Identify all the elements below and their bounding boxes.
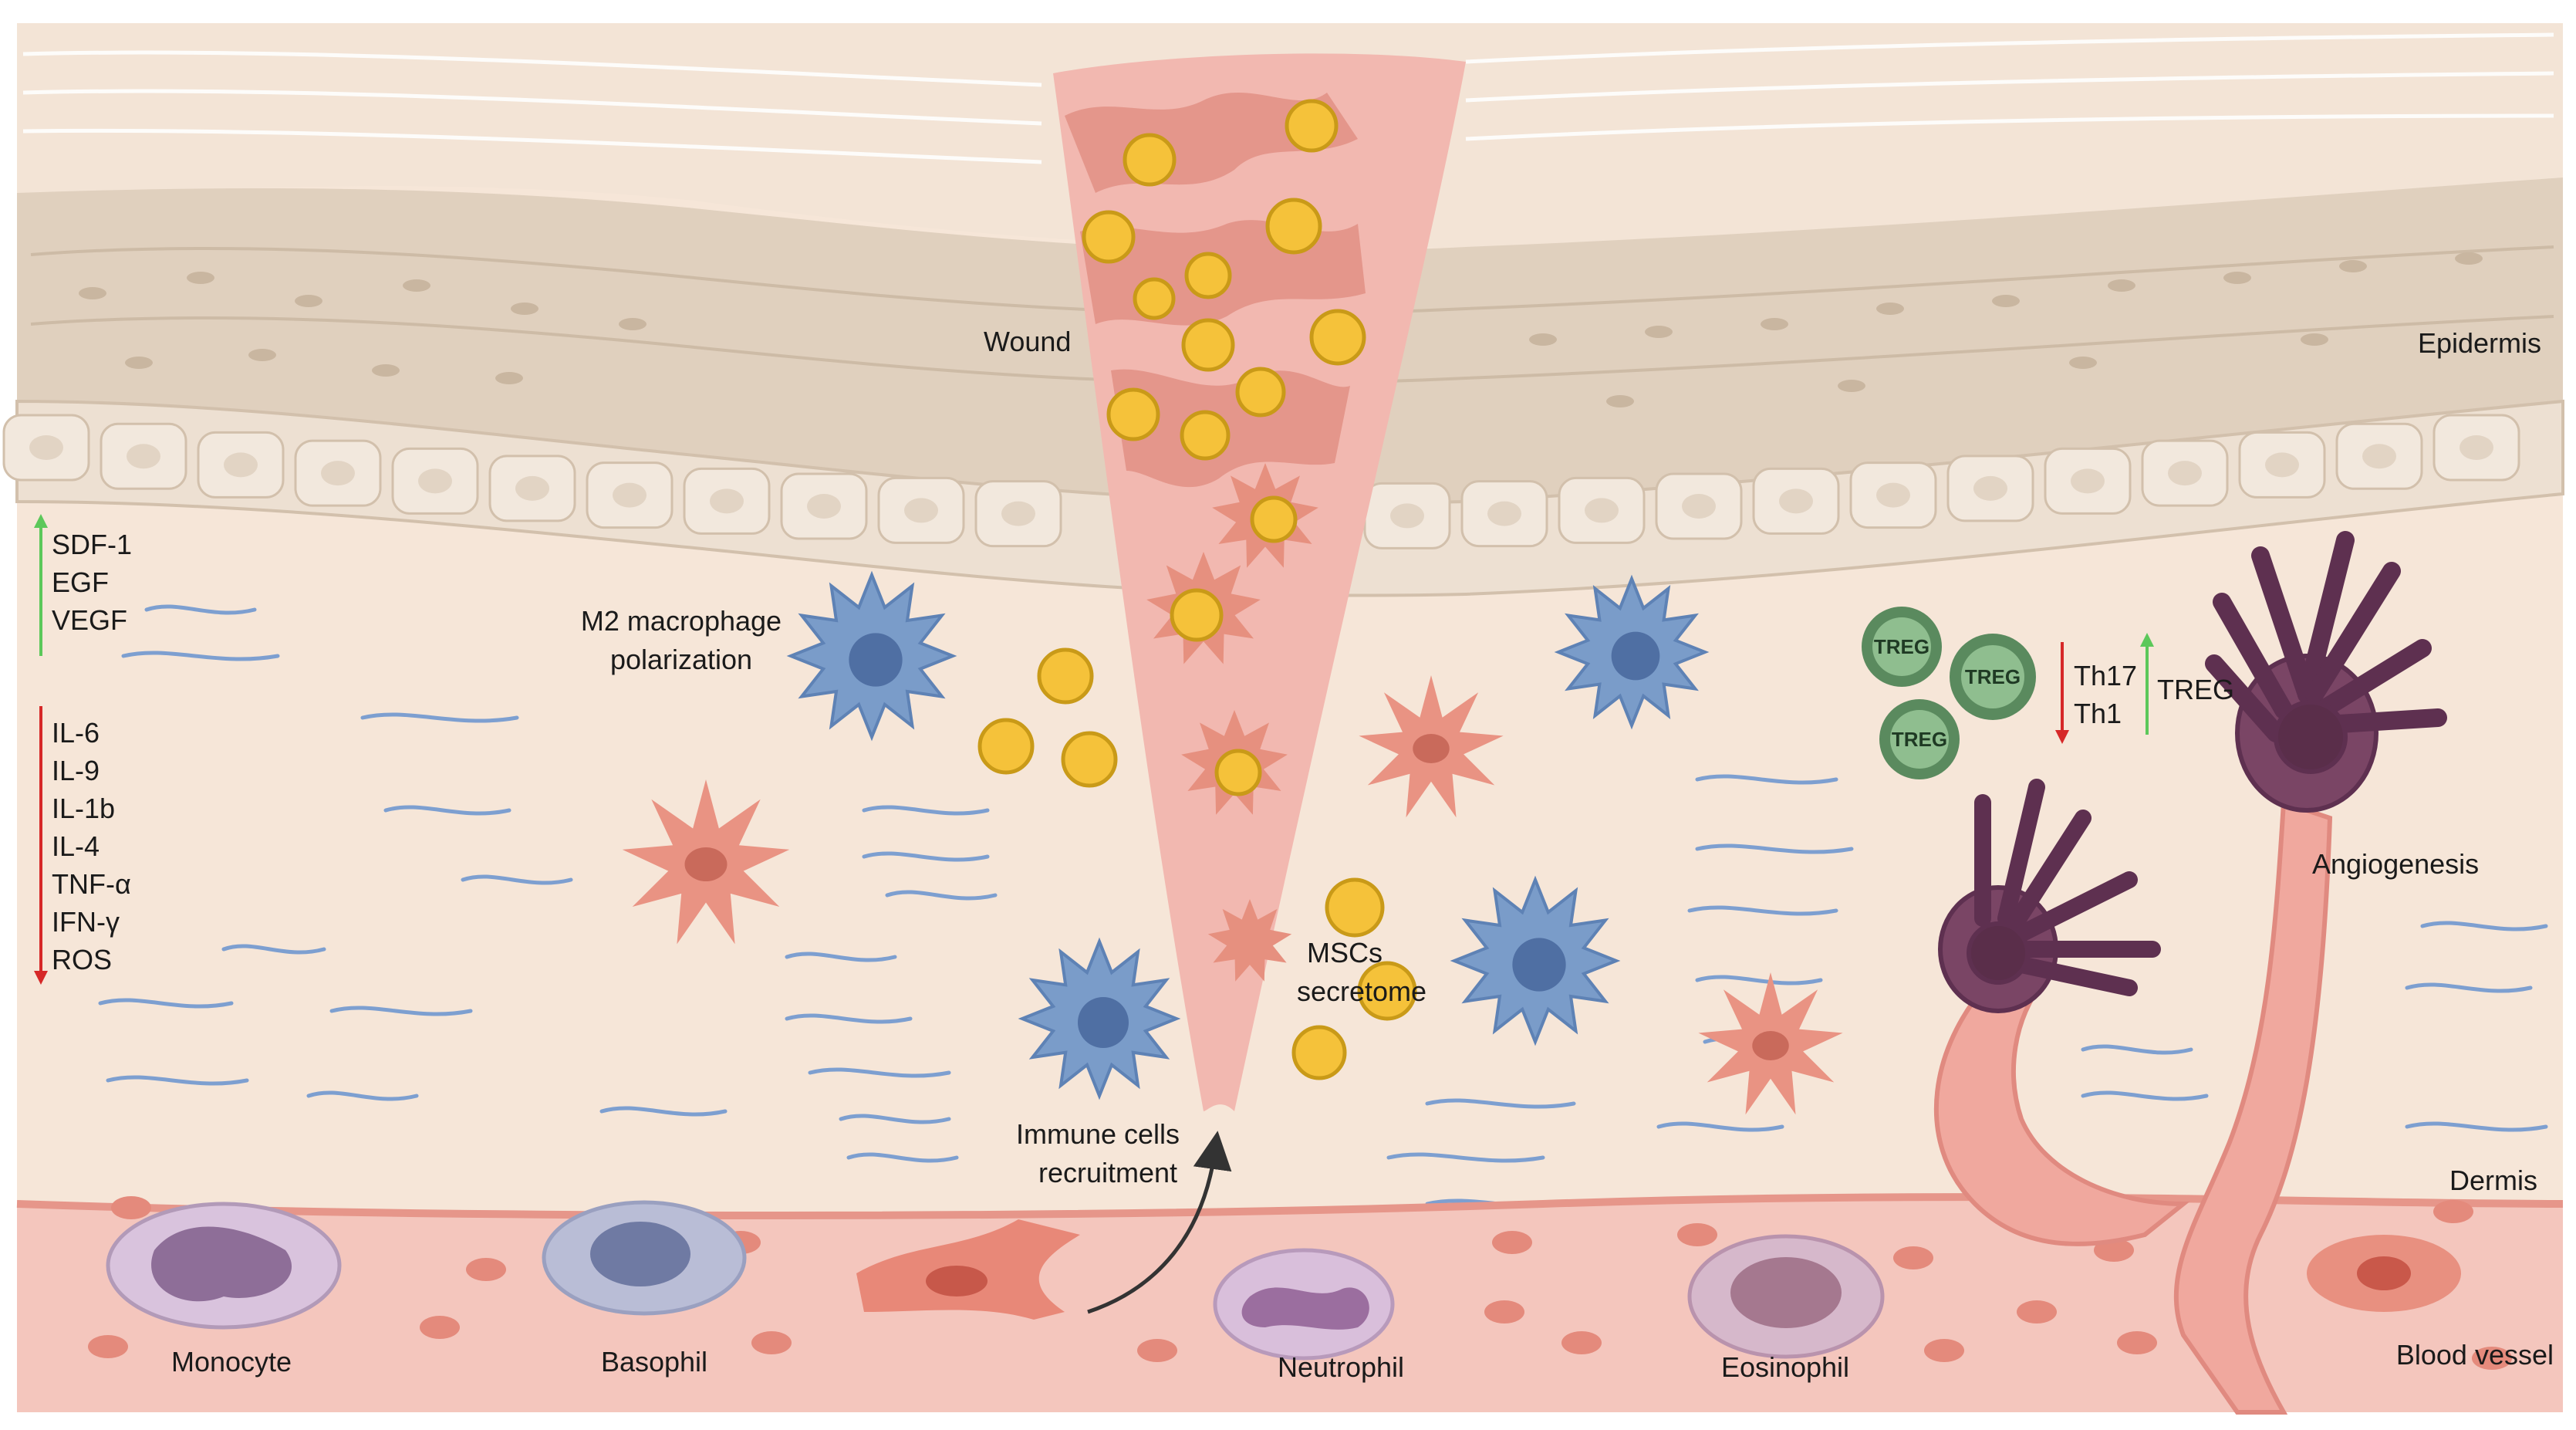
m2-macrophages <box>786 570 1710 1100</box>
eosinophil-label: Eosinophil <box>1721 1351 1849 1383</box>
cytokine-ifng: IFN-γ <box>52 906 120 938</box>
blood-vessel-label: Blood vessel <box>2396 1339 2554 1371</box>
factor-egf: EGF <box>52 566 109 598</box>
up-arrow-treg <box>2140 633 2154 735</box>
monocyte-label: Monocyte <box>171 1346 292 1378</box>
neutrophil-label: Neutrophil <box>1278 1351 1404 1383</box>
eosinophil-cell <box>1687 1234 1885 1359</box>
angiogenesis-vessels <box>1934 799 2333 1415</box>
immune-recruitment-label-2: recruitment <box>1038 1157 1177 1188</box>
treg-cell-1: TREG <box>1862 607 1942 687</box>
up-arrow-growth-factors <box>34 514 48 656</box>
basophil-label: Basophil <box>601 1346 707 1378</box>
treg-label-3: TREG <box>1892 728 1947 751</box>
dermis-label: Dermis <box>2449 1165 2537 1196</box>
angiogenesis-label: Angiogenesis <box>2312 848 2479 880</box>
epidermis-label: Epidermis <box>2418 327 2541 359</box>
basal-cells <box>2 414 2520 549</box>
factor-vegf: VEGF <box>52 604 127 636</box>
cytokine-il4: IL-4 <box>52 830 100 862</box>
down-arrow-cytokines <box>34 706 48 985</box>
cytokine-ros: ROS <box>52 944 112 975</box>
cytokine-il1b: IL-1b <box>52 793 115 824</box>
cytokine-il9: IL-9 <box>52 755 100 786</box>
factor-sdf1: SDF-1 <box>52 529 132 560</box>
basal-layer <box>15 399 2564 597</box>
wound-label: Wound <box>984 326 1071 357</box>
th17-label: Th17 <box>2074 660 2137 691</box>
cytokine-tnfa: TNF-α <box>52 868 131 900</box>
treg-label-2: TREG <box>1965 665 2021 688</box>
spinous-nuclei <box>79 252 2483 407</box>
treg-cell-2: TREG <box>1950 634 2036 720</box>
corneum-lines <box>22 32 2554 164</box>
migrating-fibroblast <box>856 1219 1080 1320</box>
m2-polarization-label-1: M2 macrophage <box>581 605 782 637</box>
monocyte-cell <box>106 1202 342 1330</box>
immune-recruitment-label-1: Immune cells <box>1016 1118 1180 1150</box>
dendritic-cell-small <box>1938 779 2161 1013</box>
th1-label: Th1 <box>2074 698 2122 729</box>
cytokine-il6: IL-6 <box>52 717 100 749</box>
treg-cell-3: TREG <box>1879 699 1960 779</box>
treg-up-label: TREG <box>2157 674 2234 705</box>
endothelial-cell <box>2307 1235 2461 1312</box>
dendritic-cell-large <box>2205 531 2447 813</box>
basophil-cell <box>542 1200 747 1316</box>
mscs-label-1: MSCs <box>1307 937 1383 969</box>
mscs-label-2: secretome <box>1297 975 1426 1007</box>
down-arrow-th-cells <box>2055 642 2069 744</box>
recruitment-arrow <box>1087 1131 1232 1314</box>
treg-label-1: TREG <box>1874 635 1929 658</box>
neutrophil-cell <box>1213 1248 1395 1361</box>
msc-vesicles <box>977 99 1417 1080</box>
m2-polarization-label-2: polarization <box>610 644 752 675</box>
fibroblasts <box>622 675 1843 1115</box>
